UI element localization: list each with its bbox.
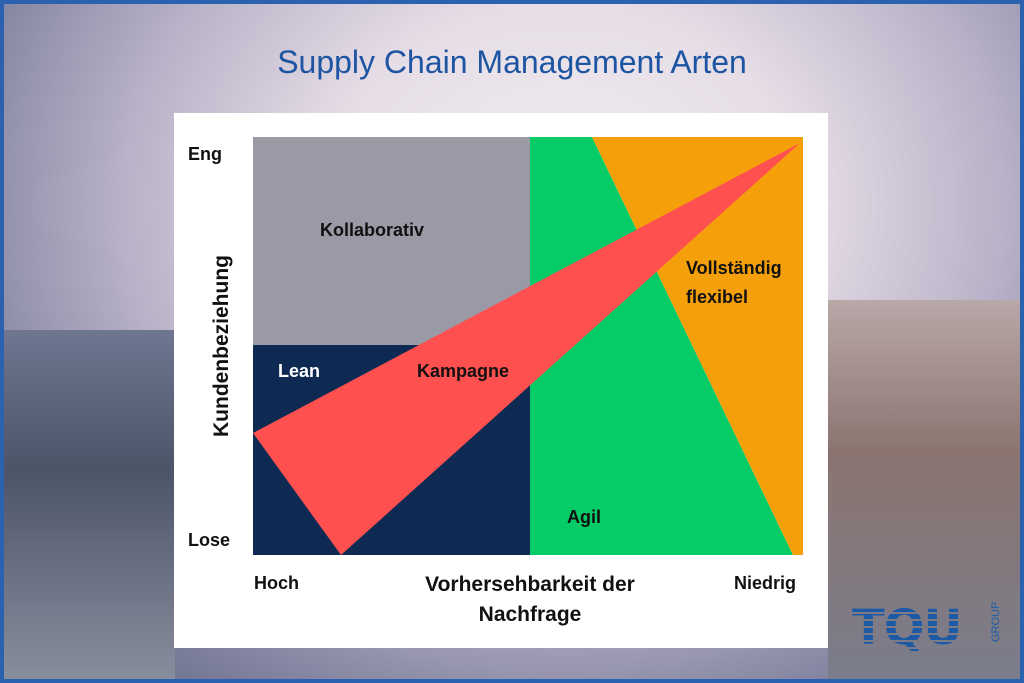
x-axis-label-line1: Vorhersehbarkeit der xyxy=(425,573,635,596)
port-cranes-image xyxy=(828,300,1024,683)
y-axis-label: Kundenbeziehung xyxy=(210,255,233,437)
x-axis-left-label: Hoch xyxy=(254,573,299,593)
label-agil: Agil xyxy=(567,507,601,527)
diagram-panel: Eng Lose Kundenbeziehung Kollaborativ Le… xyxy=(174,113,828,648)
label-flexibel: flexibel xyxy=(686,287,749,307)
region-kampagne xyxy=(253,143,800,555)
x-axis-right-label: Niedrig xyxy=(734,573,797,593)
region-agil xyxy=(530,137,793,555)
diagram-canvas xyxy=(253,137,803,555)
y-axis-top-label: Eng xyxy=(188,144,222,164)
label-kollaborativ: Kollaborativ xyxy=(320,220,425,240)
region-kollaborativ xyxy=(253,137,530,345)
label-lean: Lean xyxy=(278,361,321,381)
city-skyline-image xyxy=(0,330,175,683)
label-kampagne: Kampagne xyxy=(417,361,510,381)
y-axis-bottom-label: Lose xyxy=(188,530,231,550)
page-title: Supply Chain Management Arten xyxy=(277,44,747,80)
x-axis-label-line2: Nachfrage xyxy=(478,603,582,626)
tqu-logo-group: GROUP xyxy=(990,601,1002,642)
label-vollstaendig: Vollständig xyxy=(686,258,782,278)
tqu-logo: TQU xyxy=(852,600,963,656)
